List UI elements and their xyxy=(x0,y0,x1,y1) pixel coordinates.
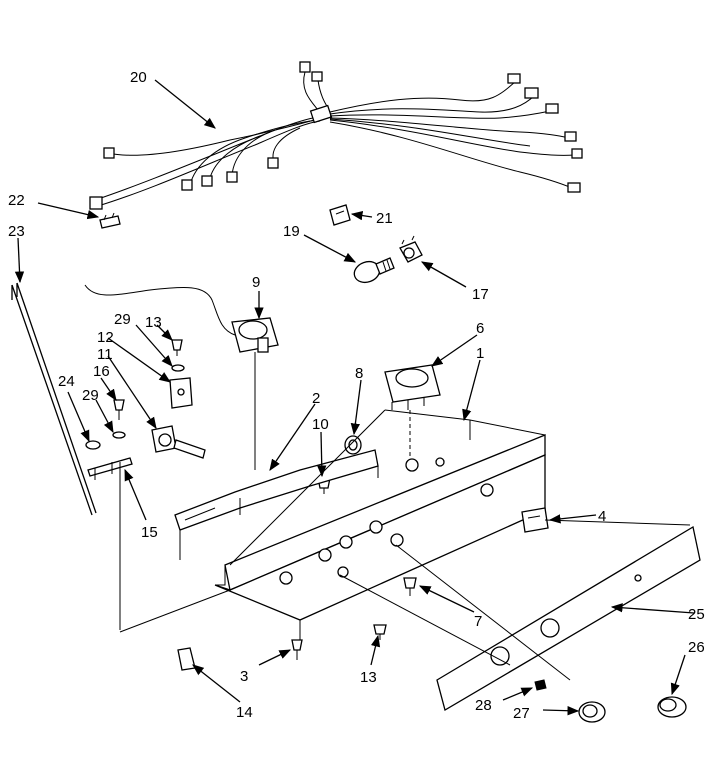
thermostat-11 xyxy=(151,425,206,459)
callout-4: 4 xyxy=(598,508,606,525)
callout-10: 10 xyxy=(312,416,329,433)
callout-29-mid: 29 xyxy=(82,387,99,404)
callout-1: 1 xyxy=(476,345,484,362)
clip-14 xyxy=(177,647,196,671)
pointer-28 xyxy=(534,679,547,691)
mounting-plate-2 xyxy=(174,449,379,560)
callout-8: 8 xyxy=(355,365,363,382)
callout-3: 3 xyxy=(240,668,248,685)
callout-24: 24 xyxy=(58,373,75,390)
washer-24 xyxy=(85,440,101,450)
callout-20: 20 xyxy=(130,69,147,86)
control-panel-25 xyxy=(436,525,701,711)
callout-7: 7 xyxy=(474,613,482,630)
callout-15: 15 xyxy=(141,524,158,541)
callout-9: 9 xyxy=(252,274,260,291)
screw-3 xyxy=(291,639,303,660)
callout-22: 22 xyxy=(8,192,25,209)
screw-16 xyxy=(112,399,126,439)
callout-16: 16 xyxy=(93,363,110,380)
light-socket-17 xyxy=(399,235,423,263)
callout-25: 25 xyxy=(688,606,705,623)
callout-27: 27 xyxy=(513,705,530,722)
switch-4 xyxy=(521,507,549,533)
callout-28: 28 xyxy=(475,697,492,714)
wire-harness xyxy=(89,61,583,210)
knob-27 xyxy=(578,701,606,723)
tube-23 xyxy=(11,282,97,516)
guide-lines xyxy=(119,519,691,681)
bracket-15 xyxy=(87,457,133,630)
leader-lines xyxy=(14,79,695,716)
bracket-12 xyxy=(169,364,193,409)
screw-7 xyxy=(403,577,417,596)
callout-2: 2 xyxy=(312,390,320,407)
light-bulb-19 xyxy=(353,257,395,284)
callout-6: 6 xyxy=(476,320,484,337)
callout-13-bottom: 13 xyxy=(360,669,377,686)
screw-13-bottom xyxy=(373,624,387,640)
grommet-8 xyxy=(344,435,362,455)
callout-11: 11 xyxy=(97,346,113,363)
screw-13-top xyxy=(171,339,183,356)
callout-14: 14 xyxy=(236,704,253,721)
callout-17: 17 xyxy=(472,286,489,303)
control-housing-1 xyxy=(214,409,546,640)
bracket-21 xyxy=(329,204,351,226)
clip-22 xyxy=(99,212,121,229)
callout-29-top: 29 xyxy=(114,311,131,328)
callout-26: 26 xyxy=(688,639,705,656)
callout-23: 23 xyxy=(8,223,25,240)
callout-19: 19 xyxy=(283,223,300,240)
damper-control-6 xyxy=(384,364,441,462)
callout-12: 12 xyxy=(97,329,114,346)
callout-21: 21 xyxy=(376,210,393,227)
knob-26 xyxy=(657,696,687,718)
callout-13-top: 13 xyxy=(145,314,162,331)
temperature-control-9 xyxy=(84,284,279,470)
callout-labels: 20 22 23 21 19 17 9 29 13 12 11 16 29 24… xyxy=(8,69,705,722)
